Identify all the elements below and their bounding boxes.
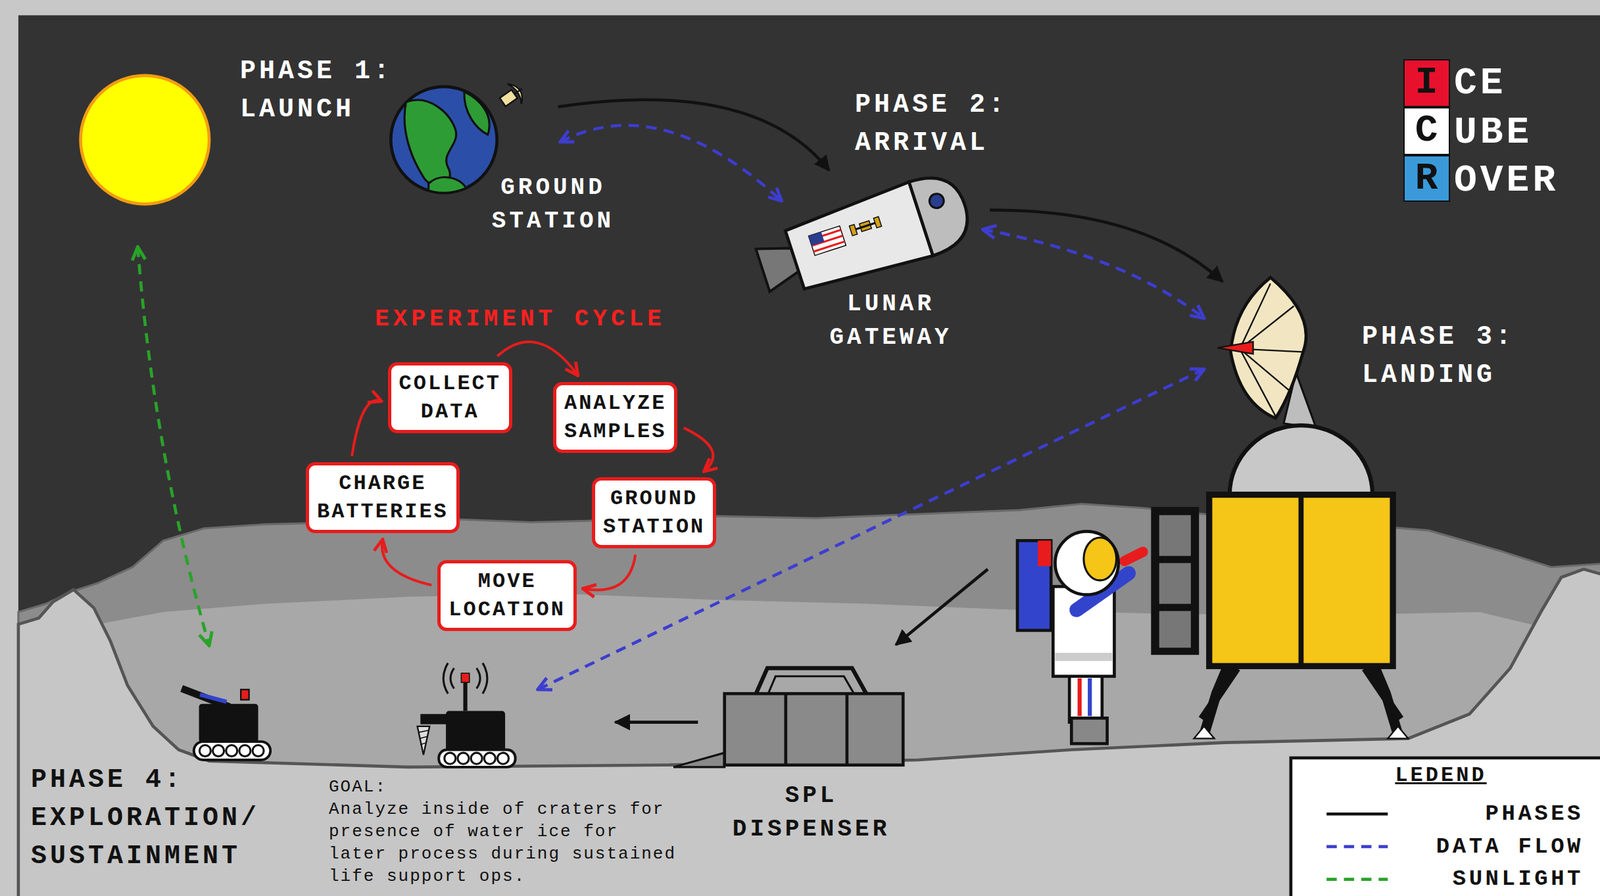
phase-arrow [615, 720, 699, 725]
gateway-capsule: LUNAR GATEWAY [785, 178, 960, 292]
logo-letter-box: I [1403, 59, 1451, 108]
cycle-step-text: ANALYZE SAMPLES [564, 389, 667, 446]
phase-label: PHASE 1: LAUNCH [240, 52, 438, 129]
sunlight-arrow [137, 247, 210, 647]
cycle-step-text: COLLECT DATA [399, 369, 502, 427]
satellite [495, 78, 530, 113]
logo-letter: C [1415, 111, 1439, 150]
phase-arrow [989, 210, 1223, 283]
legend-text: DATA FLOW [1436, 833, 1584, 861]
logo-text: UBE [1454, 113, 1533, 152]
logo-letter: I [1415, 63, 1439, 102]
object-label: GROUND STATION [482, 170, 624, 239]
earth [390, 86, 497, 196]
cycle-step-text: MOVE LOCATION [448, 567, 566, 625]
phase-arrow [895, 569, 988, 646]
gateway-capsule [751, 167, 977, 308]
object-label: LUNAR GATEWAY [820, 287, 962, 355]
spl-dispenser [673, 668, 903, 768]
logo-letter-box: R [1403, 155, 1451, 202]
phase-arrow [558, 99, 830, 171]
phase-label: PHASE 3: LANDING [1361, 318, 1560, 395]
phase-label: PHASE 4: EXPLORATION/ SUSTAINMENT [30, 761, 281, 876]
rover-sunlit [181, 688, 271, 761]
data-flow-arrow [537, 369, 1205, 690]
data-flow-arrow [982, 229, 1205, 319]
earth-station: GROUND STATION [390, 83, 554, 194]
legend-title: LEDEND [1394, 762, 1487, 790]
cycle-arrow [351, 400, 382, 457]
sun [80, 75, 210, 205]
astronaut [1017, 531, 1143, 744]
cycle-step-box: MOVE LOCATION [437, 560, 577, 632]
phase-label: PHASE 2: ARRIVAL [854, 86, 1053, 163]
cycle-step-box: COLLECT DATA [387, 362, 513, 434]
goal-heading: GOAL: [328, 775, 387, 799]
ladder [1150, 507, 1199, 655]
legend-text: SUNLIGHT [1452, 866, 1584, 893]
cycle-step-box: ANALYZE SAMPLES [553, 382, 678, 454]
cycle-arrow [582, 555, 636, 591]
logo-letter: R [1415, 159, 1439, 198]
cycle-arrow [382, 539, 432, 586]
cycle-arrow [683, 428, 714, 472]
logo-text: CE [1454, 64, 1507, 103]
legend-panel [1290, 758, 1600, 896]
logo-text: OVER [1454, 161, 1559, 200]
dish-antenna [1217, 277, 1307, 419]
cycle-step-text: GROUND STATION [603, 484, 705, 542]
spl-dispenser: SPL DISPENSER [722, 663, 907, 768]
rover-drilling [417, 663, 516, 768]
cycle-title: EXPERIMENT CYCLE [374, 305, 666, 335]
object-label: SPL DISPENSER [722, 779, 901, 847]
cycle-step-text: CHARGE BATTERIES [316, 469, 449, 527]
logo-letter-box: C [1403, 107, 1451, 156]
cycle-step-box: GROUND STATION [591, 477, 717, 549]
goal-text: Analyze inside of craters for presence o… [328, 798, 684, 888]
cycle-step-box: CHARGE BATTERIES [305, 462, 460, 534]
lander [1193, 372, 1408, 739]
legend-text: PHASES [1485, 800, 1584, 828]
